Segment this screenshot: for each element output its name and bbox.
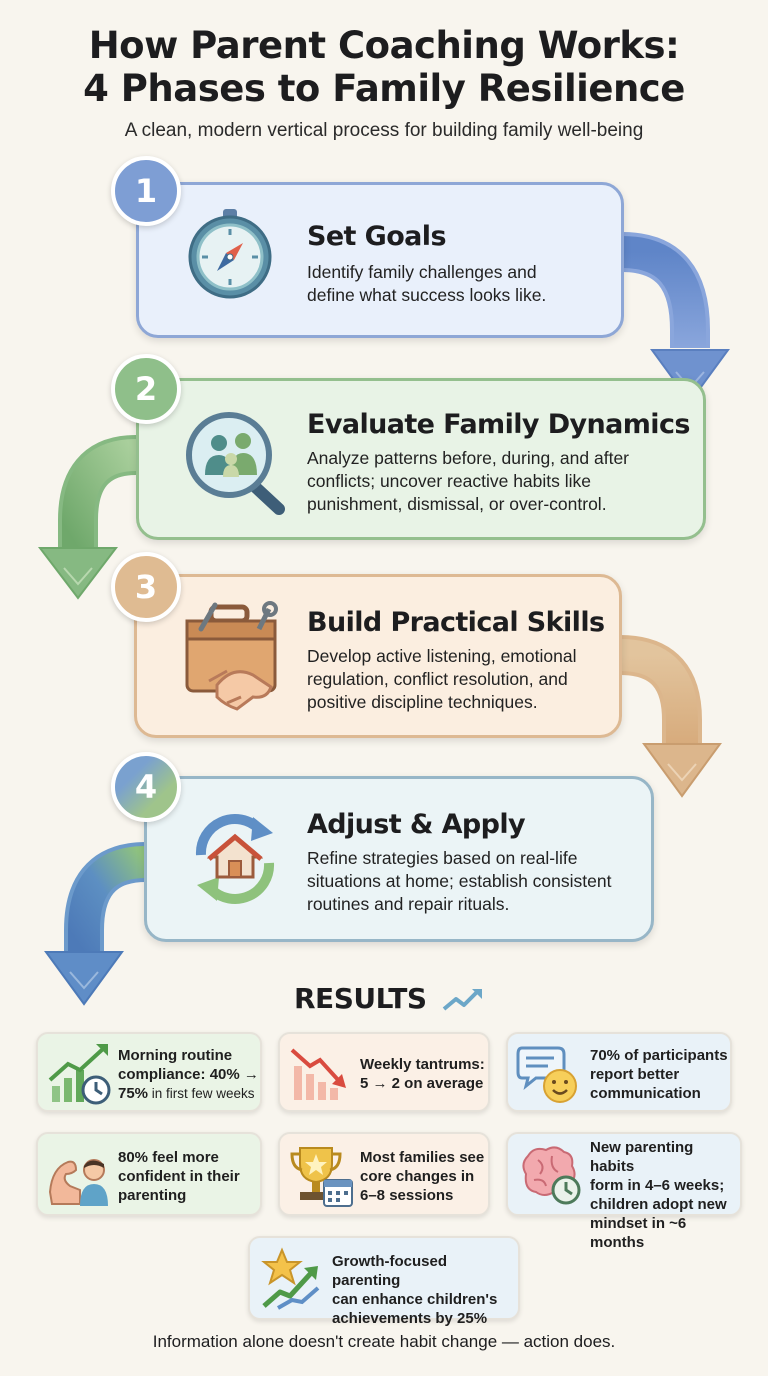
magnifier-family-icon bbox=[186, 412, 285, 515]
phase-number-badge-3: 3 bbox=[111, 552, 181, 622]
result-line: New parenting habits bbox=[590, 1139, 694, 1175]
results-heading: RESULTS bbox=[294, 982, 484, 1015]
result-line: Morning routine bbox=[118, 1047, 233, 1064]
result-line: 75% in first few weeks bbox=[118, 1084, 259, 1103]
phase-title: Set Goals bbox=[307, 221, 447, 252]
result-line: compliance: 40% → bbox=[118, 1066, 259, 1083]
home-cycle-icon bbox=[195, 814, 275, 904]
star-growth-icon bbox=[261, 1247, 320, 1310]
title-line-1: How Parent Coaching Works: bbox=[88, 24, 680, 67]
strong-person-icon bbox=[48, 1159, 108, 1206]
arrow-3-to-4 bbox=[619, 635, 722, 798]
result-text: New parenting habits form in 4–6 weeks; … bbox=[590, 1138, 740, 1252]
result-line: Most families see bbox=[360, 1149, 485, 1166]
result-line: parenting bbox=[118, 1187, 187, 1204]
result-card: Morning routine compliance: 40% → 75% in… bbox=[36, 1032, 262, 1112]
desc-line: Develop active listening, emotional bbox=[307, 646, 577, 666]
desc-line: Refine strategies based on real-life bbox=[307, 848, 578, 868]
phase-number-badge-4: 4 bbox=[111, 752, 181, 822]
result-line: children adopt new bbox=[590, 1196, 727, 1213]
phase-number-badge-1: 1 bbox=[111, 156, 181, 226]
result-text: Growth-focused parenting can enhance chi… bbox=[332, 1252, 518, 1328]
page-subtitle: A clean, modern vertical process for bui… bbox=[124, 120, 644, 141]
trophy-calendar-icon bbox=[290, 1147, 353, 1207]
chat-smile-icon bbox=[516, 1046, 577, 1103]
result-line: 5 → 2 on average bbox=[360, 1075, 484, 1092]
result-line: report better bbox=[590, 1066, 680, 1083]
result-line: 6–8 sessions bbox=[360, 1187, 454, 1204]
phase-description: Analyze patterns before, during, and aft… bbox=[307, 447, 629, 516]
phase-title: Evaluate Family Dynamics bbox=[307, 409, 690, 440]
footer-note: Information alone doesn't create habit c… bbox=[152, 1332, 616, 1351]
result-text: Most families see core changes in 6–8 se… bbox=[360, 1148, 484, 1205]
result-card: New parenting habits form in 4–6 weeks; … bbox=[506, 1132, 742, 1251]
result-text: 70% of participants report better commun… bbox=[590, 1046, 728, 1103]
result-card: 80% feel more confident in their parenti… bbox=[36, 1132, 262, 1216]
result-text: Weekly tantrums: 5 → 2 on average bbox=[360, 1055, 485, 1093]
arrow-4-to-results bbox=[44, 842, 148, 1006]
result-line: Growth-focused parenting bbox=[332, 1253, 447, 1289]
title-line-2: 4 Phases to Family Resilience bbox=[83, 67, 685, 110]
desc-line: routines and repair rituals. bbox=[307, 894, 510, 914]
phase-card-3: Build Practical Skills Develop active li… bbox=[134, 574, 622, 738]
phase-card-2: Evaluate Family Dynamics Analyze pattern… bbox=[136, 378, 706, 540]
desc-line: punishment, dismissal, or over-control. bbox=[307, 494, 607, 514]
phase-title: Build Practical Skills bbox=[307, 607, 605, 638]
trend-up-icon bbox=[442, 989, 482, 1011]
desc-line: conflicts; uncover reactive habits like bbox=[307, 471, 592, 491]
result-line: communication bbox=[590, 1085, 701, 1102]
growth-chart-clock-icon bbox=[48, 1044, 111, 1105]
result-line: 70% of participants bbox=[590, 1047, 728, 1064]
desc-line: situations at home; establish consistent bbox=[307, 871, 612, 891]
desc-line: Analyze patterns before, during, and aft… bbox=[307, 448, 630, 468]
result-line: achievements by 25% bbox=[332, 1310, 488, 1327]
result-line: mindset in ~6 months bbox=[590, 1215, 687, 1251]
compass-icon bbox=[188, 209, 272, 299]
result-line: confident in their bbox=[118, 1168, 240, 1185]
result-text: 80% feel more confident in their parenti… bbox=[118, 1148, 240, 1205]
result-line: 80% feel more bbox=[118, 1149, 219, 1166]
result-card: Most families see core changes in 6–8 se… bbox=[278, 1132, 490, 1216]
toolbox-handshake-icon bbox=[185, 601, 278, 711]
declining-chart-icon bbox=[290, 1048, 346, 1100]
phase-description: Refine strategies based on real-life sit… bbox=[307, 847, 611, 916]
phase-description: Develop active listening, emotional regu… bbox=[307, 645, 576, 714]
phase-card-4: Adjust & Apply Refine strategies based o… bbox=[144, 776, 654, 942]
desc-line: positive discipline techniques. bbox=[307, 692, 538, 712]
result-line: Weekly tantrums: bbox=[360, 1056, 485, 1073]
result-line: core changes in bbox=[360, 1168, 475, 1185]
desc-line: regulation, conflict resolution, and bbox=[307, 669, 568, 689]
brain-clock-icon bbox=[522, 1146, 581, 1205]
desc-line: define what success looks like. bbox=[307, 285, 547, 305]
phase-description: Identify family challenges and define wh… bbox=[307, 261, 546, 307]
page-title: How Parent Coaching Works: 4 Phases to F… bbox=[0, 24, 768, 110]
result-text: Morning routine compliance: 40% → 75% in… bbox=[118, 1046, 259, 1103]
desc-line: Identify family challenges and bbox=[307, 262, 537, 282]
phase-card-1: Set Goals Identify family challenges and… bbox=[136, 182, 624, 338]
result-suffix: in first few weeks bbox=[148, 1086, 255, 1101]
result-card: 70% of participants report better commun… bbox=[506, 1032, 732, 1112]
result-value: 75% bbox=[118, 1085, 149, 1102]
phase-title: Adjust & Apply bbox=[307, 809, 526, 840]
result-card: Growth-focused parenting can enhance chi… bbox=[248, 1236, 520, 1327]
phase-number-badge-2: 2 bbox=[111, 354, 181, 424]
result-line: form in 4–6 weeks; bbox=[590, 1177, 725, 1194]
results-heading-label: RESULTS bbox=[294, 982, 427, 1015]
result-line: can enhance children's bbox=[332, 1291, 498, 1308]
result-card: Weekly tantrums: 5 → 2 on average bbox=[278, 1032, 490, 1112]
